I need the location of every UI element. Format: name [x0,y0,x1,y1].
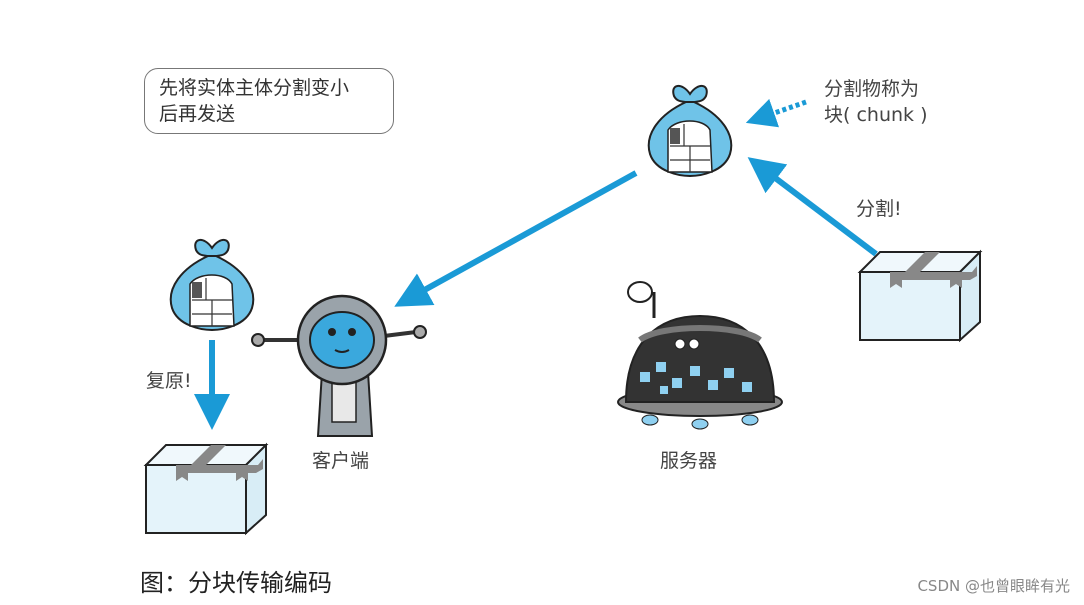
package-box-server-icon [859,251,981,341]
chunk-bag-icon [647,84,733,177]
split-label: 分割! [856,198,902,220]
watermark: CSDN @也曾眼眸有光 [917,577,1070,595]
restore-label: 复原! [146,370,192,392]
server-label: 服务器 [660,450,718,472]
chunk-pointer-arrow [745,98,807,128]
chunk-label: 分割物称为 块( chunk ) [824,76,927,128]
chunk-label-line-2: 块( chunk ) [824,104,928,126]
note-callout: 先将实体主体分割变小 后再发送 [144,68,394,134]
server-robot-icon [617,281,783,430]
package-box-restored-icon [145,444,267,534]
figure-caption: 图：分块传输编码 [140,569,332,597]
note-line-1: 先将实体主体分割变小 [159,77,350,99]
split-arrow [747,157,878,257]
client-label: 客户端 [312,450,370,472]
chunk-bag-client-icon [169,238,255,331]
transfer-arrow [394,170,638,307]
note-line-2: 后再发送 [159,103,236,125]
chunk-label-line-1: 分割物称为 [824,78,920,100]
client-robot-icon [251,294,427,437]
